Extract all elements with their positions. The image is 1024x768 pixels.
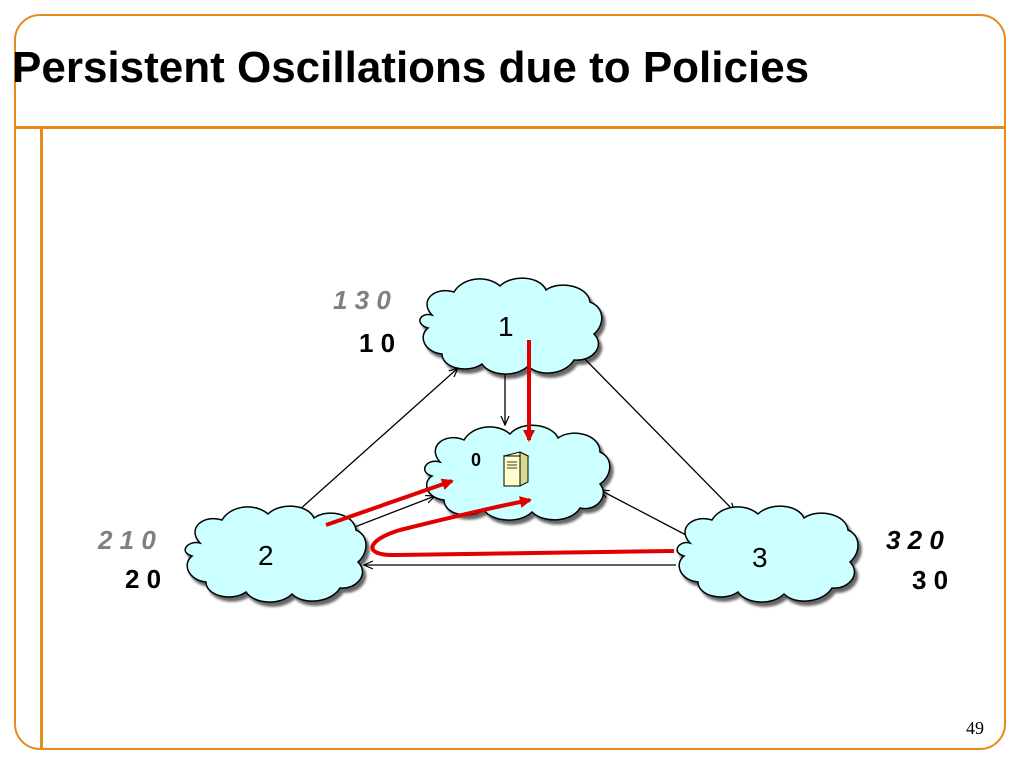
node-3-preferred-path: 3 2 0: [886, 525, 944, 555]
links: [297, 351, 735, 565]
node-3-label: 3: [752, 542, 768, 573]
slide-frame: [14, 14, 1006, 750]
node-3-current-path: 3 0: [912, 565, 948, 595]
node-2-preferred-path: 2 1 0: [97, 525, 156, 555]
node-2-current-path: 2 0: [125, 564, 161, 594]
node-1-label: 1: [498, 311, 514, 342]
server-icon: [502, 451, 530, 487]
link-2-to-1: [297, 368, 458, 512]
page-number: 49: [966, 718, 984, 738]
cloud-shape-1: [419, 277, 603, 375]
link-3-to-0: [600, 490, 687, 536]
link-2-to-0: [351, 496, 435, 529]
left-divider: [40, 128, 43, 750]
slide-title: Persistent Oscillations due to Policies: [12, 43, 810, 92]
cloud-shape-2: [184, 505, 367, 603]
cloud-node-2: [184, 505, 367, 603]
current-paths: [325, 340, 675, 558]
node-1-preferred-path: 1 3 0: [333, 285, 391, 315]
destination-label: 0: [471, 450, 481, 470]
path-2-0: [325, 478, 454, 527]
path-3-0: [370, 496, 675, 558]
node-2-label: 2: [258, 540, 274, 571]
cloud-shape-3: [676, 505, 859, 603]
node-1-current-path: 1 0: [359, 328, 395, 358]
cloud-node-3: [676, 505, 859, 603]
link-1-to-3: [577, 351, 735, 512]
cloud-node-1: [419, 277, 603, 375]
title-divider: [16, 126, 1004, 129]
